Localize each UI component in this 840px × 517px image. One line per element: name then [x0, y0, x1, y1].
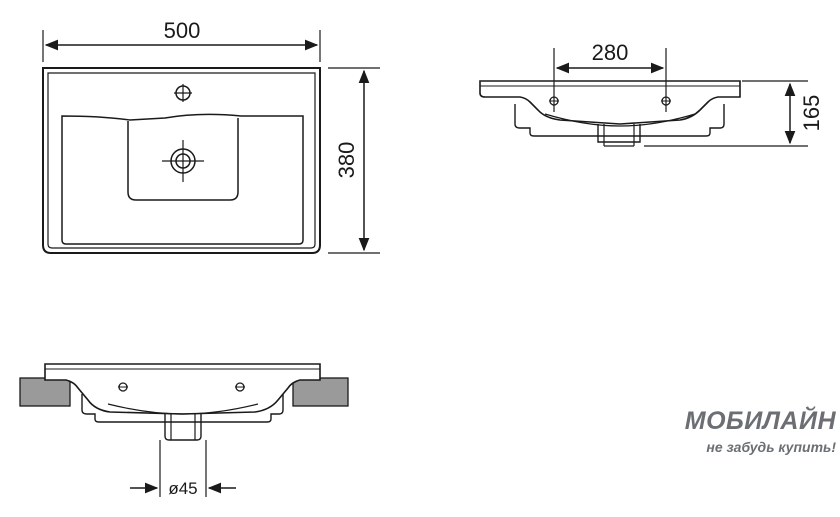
- depth-label: 380: [334, 142, 359, 179]
- bowl-outline: [127, 118, 239, 201]
- top-view: [42, 30, 380, 254]
- side-view: [479, 48, 808, 147]
- side-drain-pipe: [597, 124, 641, 143]
- side-slab-outline: [479, 80, 741, 125]
- front-bowl-outline: [81, 394, 284, 423]
- brand-logo: МОБИЛАЙН не забудь купить!: [660, 407, 836, 455]
- basin-outline: [61, 113, 304, 245]
- drain-diameter-label: ø45: [168, 479, 197, 498]
- front-slab-outline: [44, 363, 321, 415]
- side-bowl-outline: [514, 104, 725, 137]
- sink-rim: [47, 72, 316, 249]
- sink-outline: [42, 67, 321, 254]
- brand-tagline: не забудь купить!: [706, 439, 836, 455]
- height-label: 165: [799, 95, 824, 132]
- countertop-left: [19, 377, 71, 407]
- front-view: [19, 363, 349, 497]
- spacing-label: 280: [592, 40, 629, 65]
- front-drain-pipe: [164, 414, 202, 441]
- width-label: 500: [164, 18, 201, 43]
- brand-name: МОБИЛАЙН: [684, 407, 836, 435]
- countertop-right: [292, 377, 349, 407]
